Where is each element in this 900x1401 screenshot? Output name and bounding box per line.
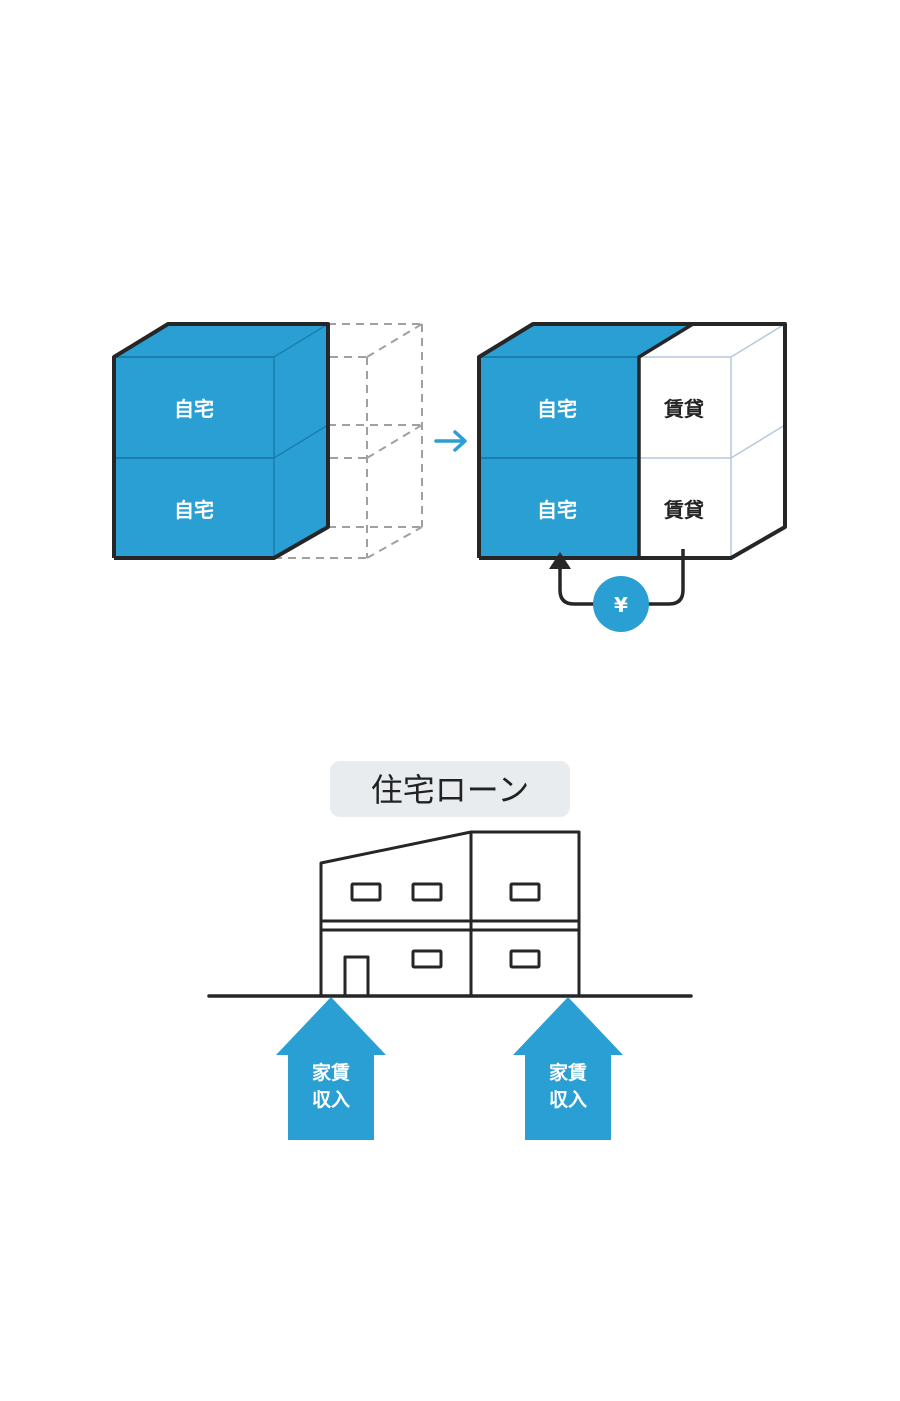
window	[411, 949, 443, 969]
unit-label-bottom: 自宅	[174, 498, 214, 522]
owner-label-top: 自宅	[537, 397, 577, 421]
window	[509, 949, 541, 969]
svg-text:家賃: 家賃	[312, 1061, 350, 1084]
top-face-rental	[639, 324, 785, 357]
window	[509, 882, 541, 902]
rental-label-top: 賃貸	[663, 397, 704, 421]
svg-text:収入: 収入	[312, 1089, 350, 1111]
window	[411, 882, 443, 902]
top-face-owner	[479, 324, 693, 357]
income-arrow-left: 家賃 収入	[276, 997, 386, 1140]
right-arrow-icon	[434, 430, 467, 452]
house-outline	[319, 830, 581, 995]
loan-label-box	[330, 761, 570, 817]
before-block: 自宅 自宅	[112, 322, 423, 560]
yen-badge	[593, 576, 649, 632]
house-section: 住宅ローン 家賃 収入 家賃	[207, 761, 693, 1140]
loan-label: 住宅ローン	[371, 771, 529, 809]
yen-icon: ¥	[614, 593, 628, 617]
owner-label-bottom: 自宅	[537, 498, 577, 522]
unit-label-top: 自宅	[174, 397, 214, 421]
svg-text:収入: 収入	[549, 1089, 587, 1111]
after-block: 自宅 自宅 賃貸 賃貸 ¥	[477, 322, 787, 632]
door	[343, 955, 370, 995]
income-arrow-right: 家賃 収入	[513, 997, 623, 1140]
svg-text:家賃: 家賃	[549, 1061, 587, 1084]
rental-label-bottom: 賃貸	[663, 498, 704, 522]
top-face	[114, 324, 328, 357]
arrow-up-icon	[549, 552, 571, 569]
window	[350, 882, 382, 902]
